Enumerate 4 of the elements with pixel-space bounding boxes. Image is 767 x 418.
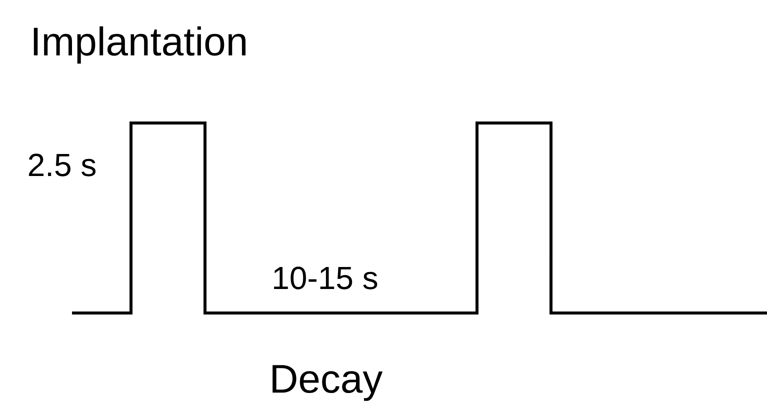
label: Decay [272,365,383,401]
label: 2.5 s [28,154,96,176]
label: 10-15 s [274,266,378,290]
label: Implantation [34,26,246,64]
